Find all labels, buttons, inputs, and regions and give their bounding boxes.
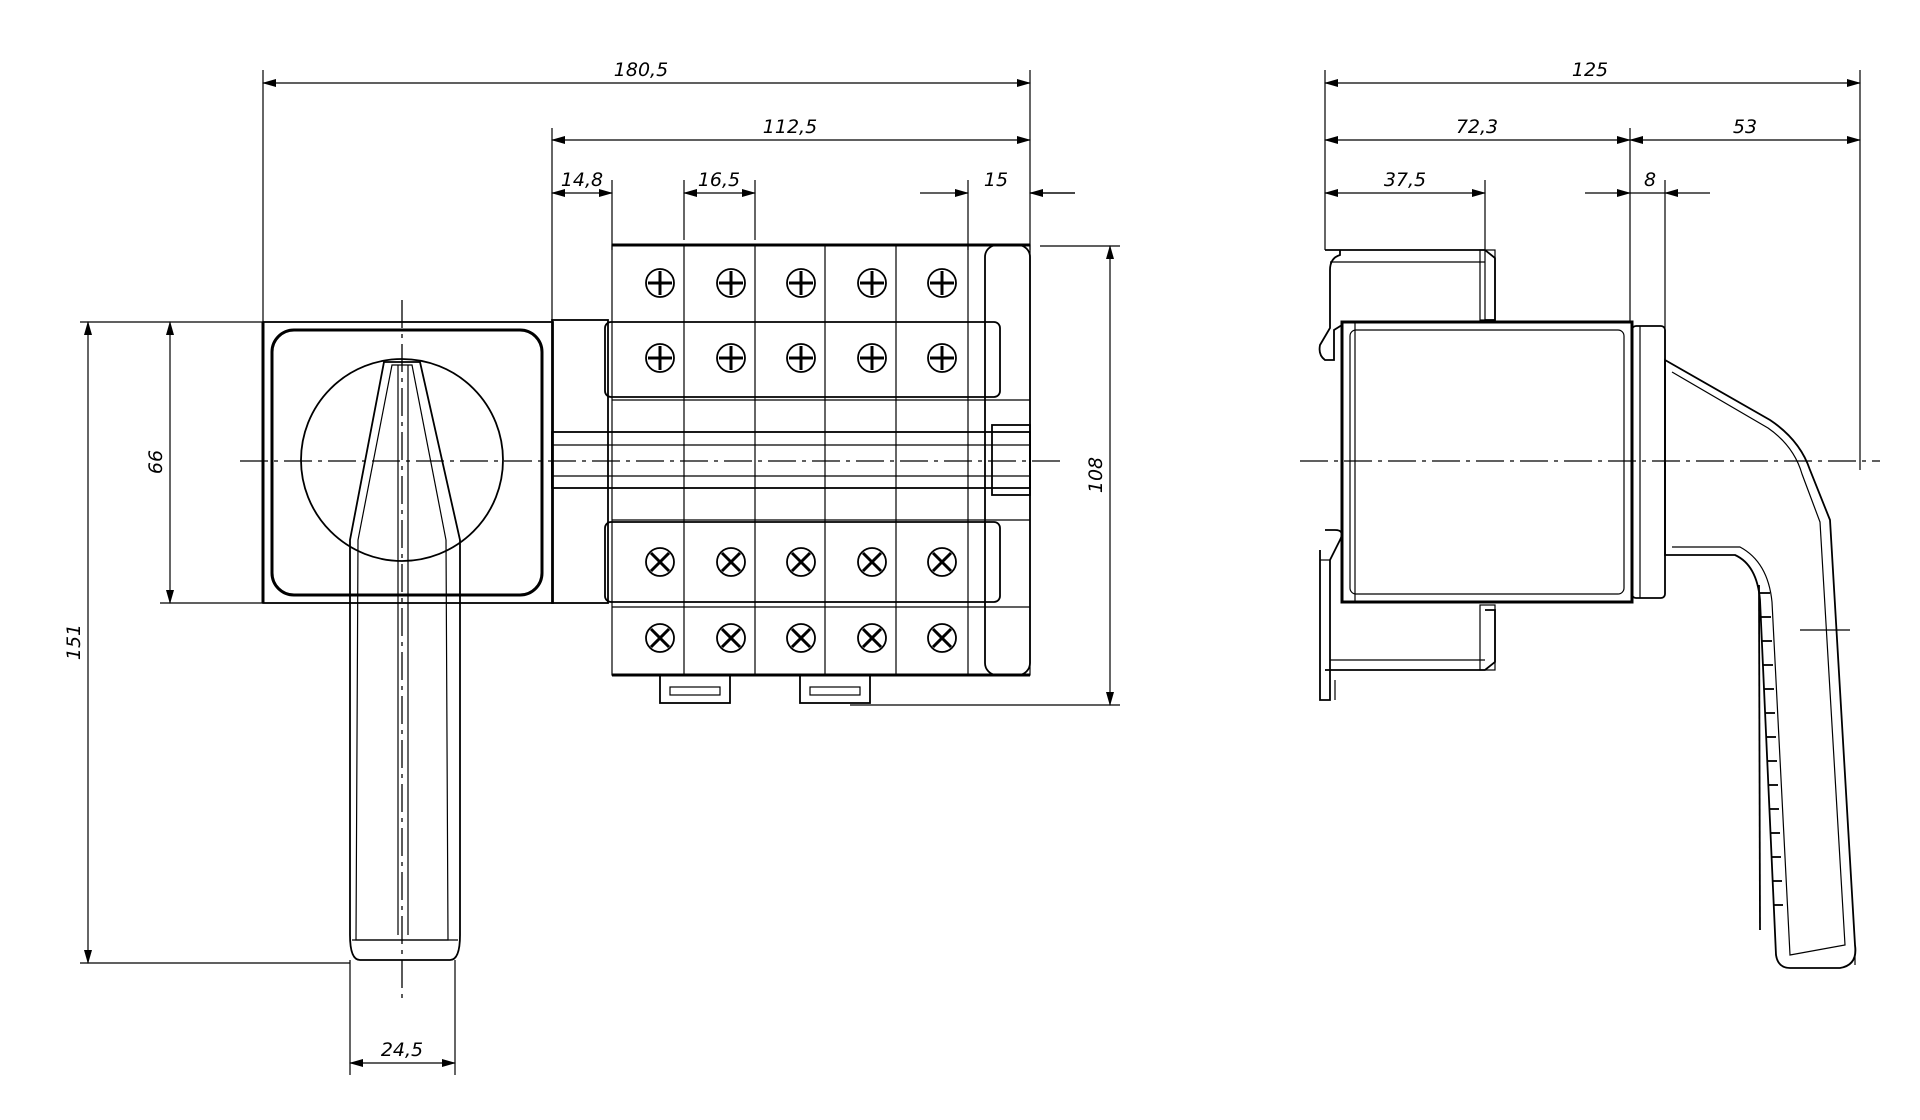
dim-body-depth: 72,3 (1456, 116, 1498, 138)
screw-icon (644, 546, 676, 578)
screw-icon (644, 267, 676, 299)
screw-icon (856, 267, 888, 299)
screw-icon (715, 267, 747, 299)
side-dimension-lines (1324, 79, 1861, 197)
dim-overall-width: 180,5 (614, 59, 668, 81)
screw-icon (644, 342, 676, 374)
screw-icon (715, 342, 747, 374)
grip-ribs (1758, 584, 1783, 931)
screw-icon (926, 622, 958, 654)
screw-icon (715, 622, 747, 654)
dim-handle-width: 24,5 (381, 1039, 423, 1061)
screws-row-4 (644, 622, 958, 654)
dim-body-width: 112,5 (763, 116, 817, 138)
screw-icon (856, 342, 888, 374)
screw-icon (785, 622, 817, 654)
side-mounting-brackets (1318, 249, 1496, 701)
dim-first-pitch: 14,8 (561, 169, 603, 191)
screw-icon (715, 546, 747, 578)
dim-module-height: 108 (1085, 457, 1107, 493)
dim-panel-height: 66 (145, 450, 167, 474)
dim-handle-depth: 53 (1733, 116, 1757, 138)
screw-icon (785, 267, 817, 299)
side-extension-lines (1324, 70, 1861, 470)
dim-pitch: 16,5 (698, 169, 740, 191)
dim-overall-height: 151 (63, 624, 85, 660)
side-view: 125 72,3 53 37,5 8 (1300, 59, 1880, 969)
front-extension-lines (80, 70, 1120, 1075)
handle-lever (349, 361, 461, 961)
dim-overall-depth: 125 (1572, 59, 1608, 81)
screw-icon (785, 546, 817, 578)
screws-row-3 (644, 546, 958, 578)
screw-icon (785, 342, 817, 374)
screw-icon (926, 546, 958, 578)
front-dimension-lines (84, 79, 1114, 1067)
front-view: 180,5 112,5 14,8 16,5 15 151 66 108 24,5 (63, 59, 1120, 1075)
screws-row-2 (644, 342, 958, 374)
dim-rail-depth: 37,5 (1384, 169, 1426, 191)
side-handle-profile (1664, 358, 1857, 969)
terminal-housing (551, 243, 1031, 704)
screw-icon (856, 546, 888, 578)
dim-end-offset: 15 (984, 169, 1008, 191)
dim-bezel-depth: 8 (1644, 169, 1656, 191)
screws-row-1 (644, 267, 958, 299)
side-switch-body (1340, 320, 1666, 604)
screw-icon (926, 267, 958, 299)
screw-icon (856, 622, 888, 654)
screw-icon (644, 622, 676, 654)
screw-icon (926, 342, 958, 374)
